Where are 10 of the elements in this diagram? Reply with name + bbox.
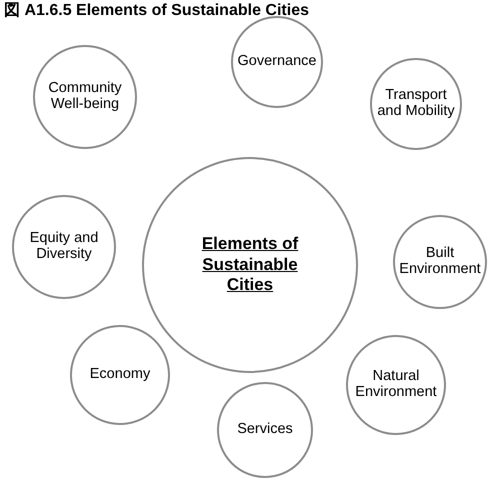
circle-label: Transport and Mobility	[376, 88, 456, 120]
circle-label: Natural Environment	[354, 369, 438, 401]
circle-label: Community Well-being	[47, 81, 123, 113]
circle-label: Governance	[238, 54, 316, 70]
circle-label: Equity and Diversity	[28, 231, 100, 263]
central-label: Elements of Sustainable Cities	[200, 234, 300, 296]
circle-label: Services	[237, 422, 293, 438]
circle-label: Built Environment	[398, 246, 482, 278]
circle-label: Economy	[90, 367, 150, 383]
diagram-title: 図 A1.6.5 Elements of Sustainable Cities	[4, 1, 309, 21]
